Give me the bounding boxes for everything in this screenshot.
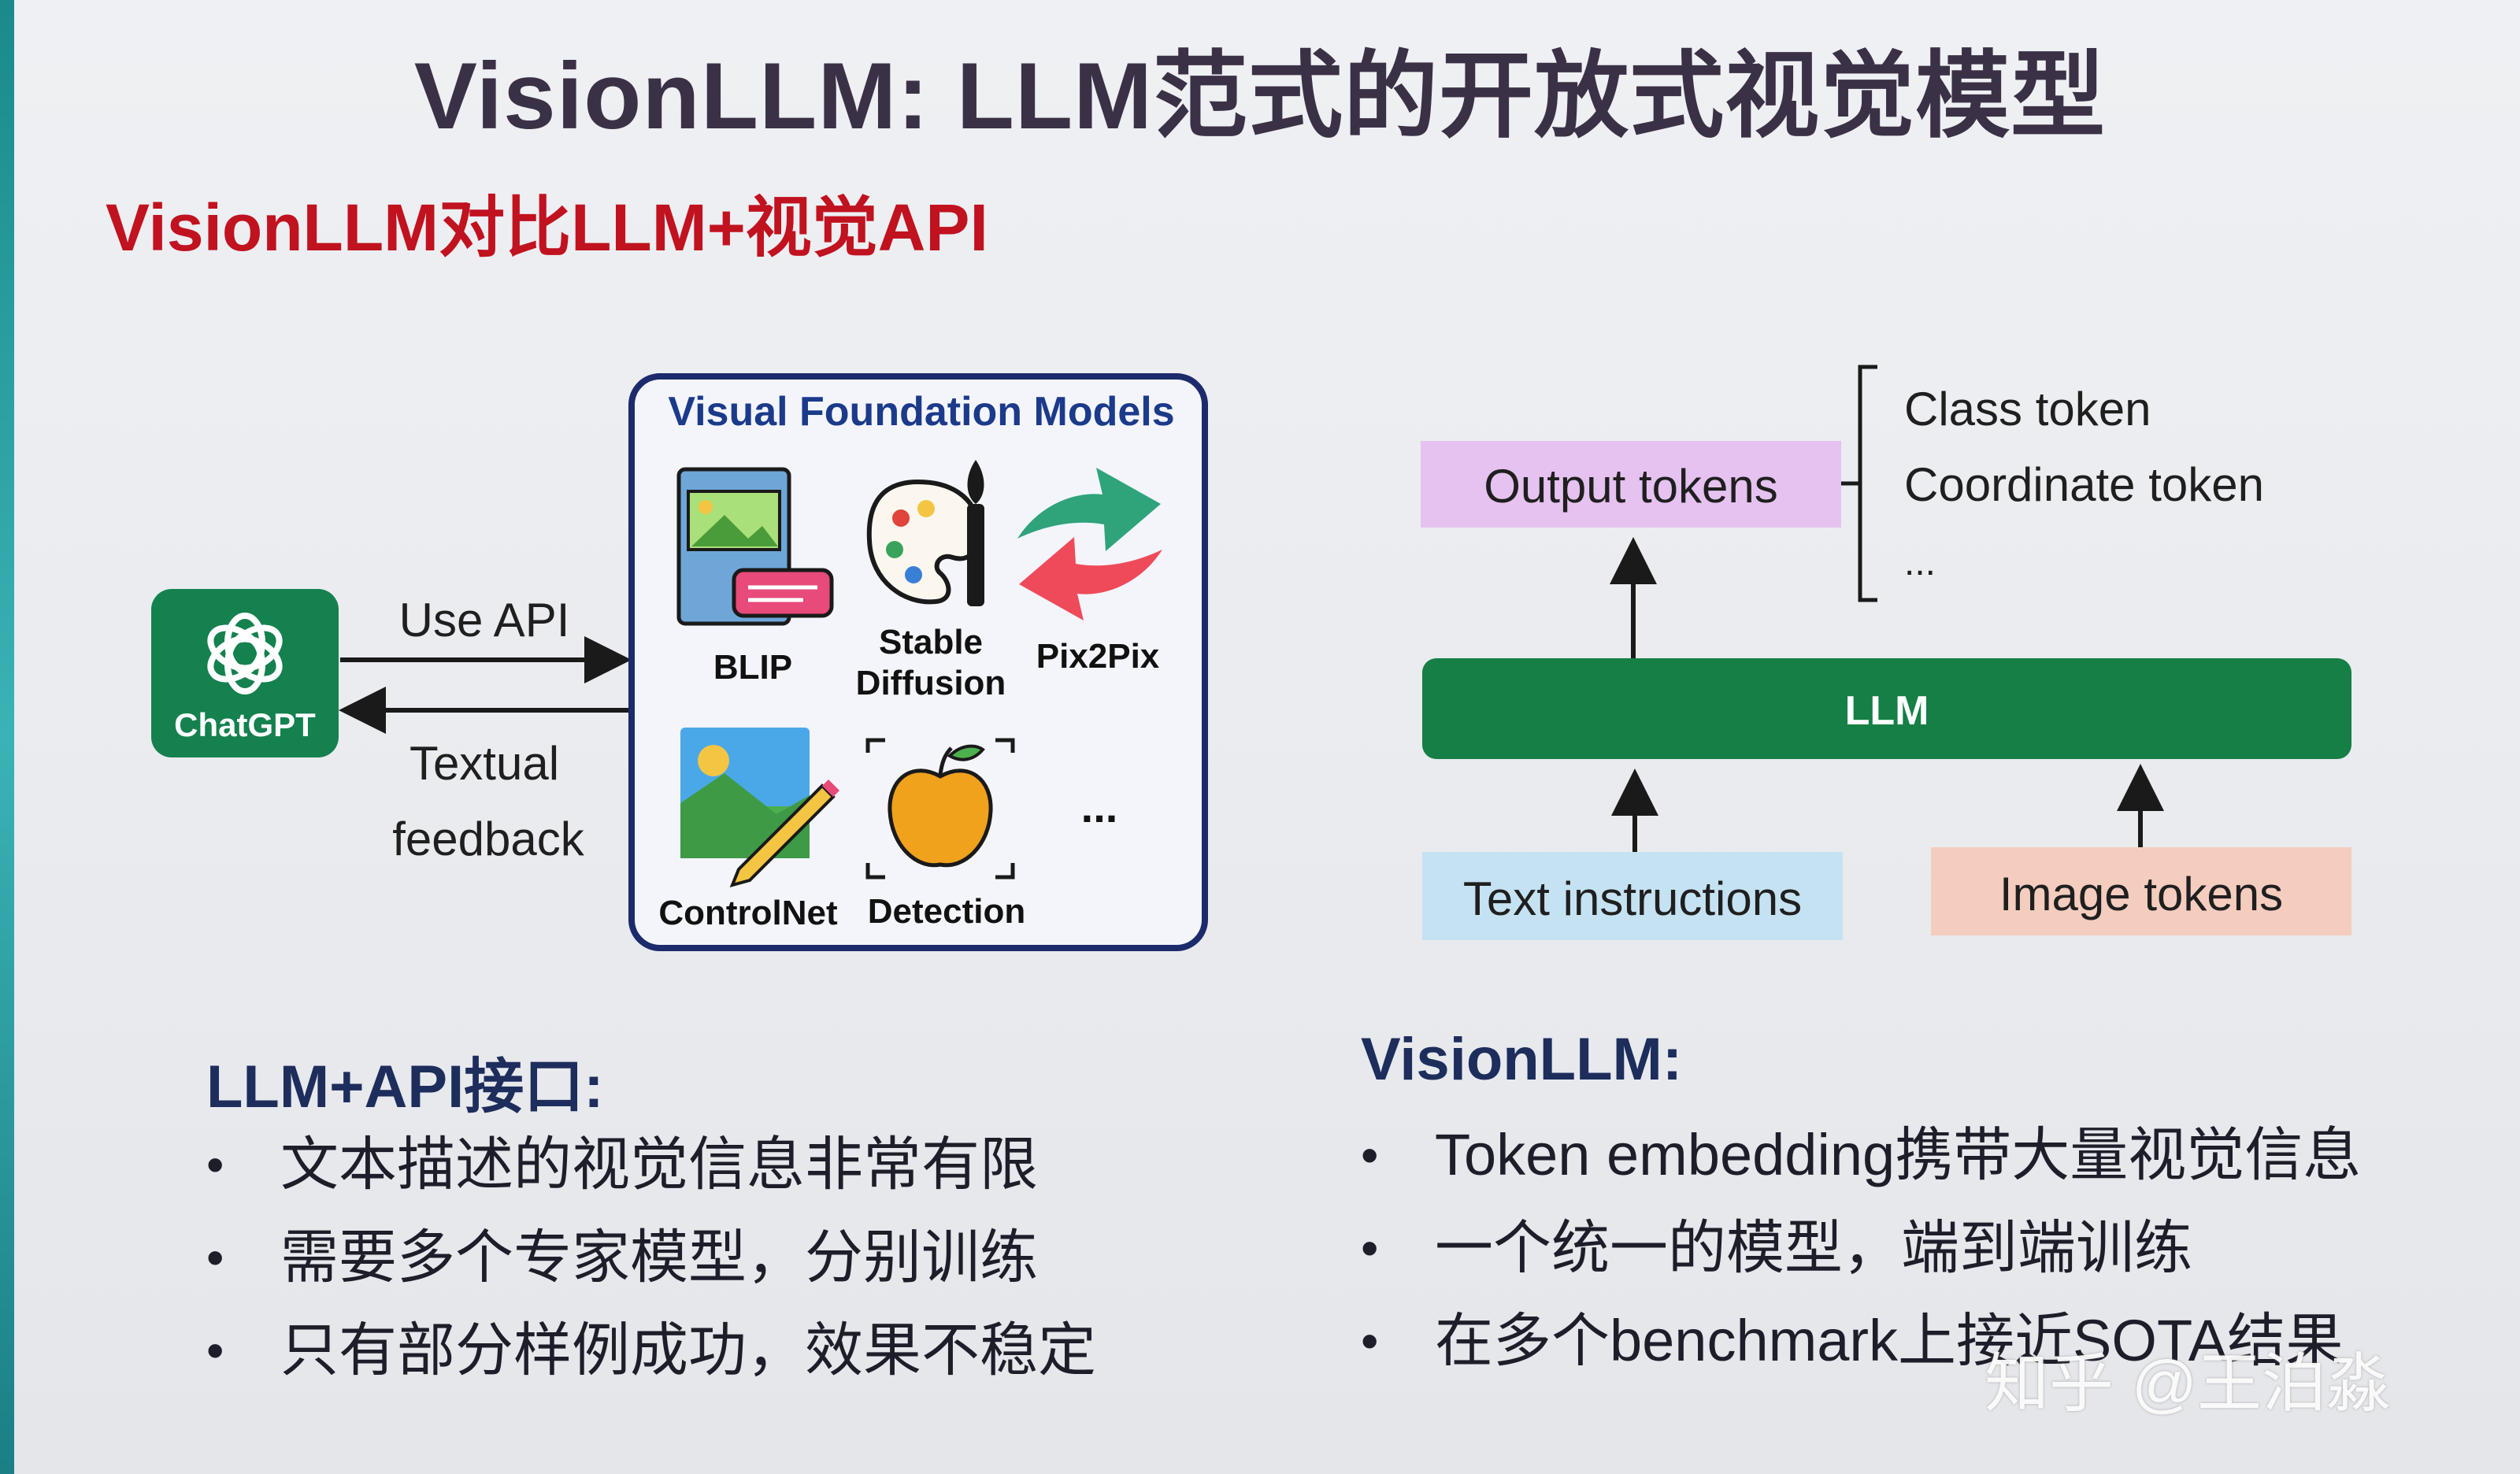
bracket-item-more: ... [1904,542,1936,583]
page-title: VisionLLM: LLM范式的开放式视觉模型 [413,43,2107,149]
feedback-label-line2: feedback [392,813,585,865]
model-label-stable: Stable [879,623,983,661]
output-tokens-box: Output tokens [1421,441,1841,528]
vfm-title: Visual Foundation Models [668,389,1174,435]
chatgpt-label: ChatGPT [174,706,316,743]
list-item: 一个统一的模型，端到端训练 [1361,1202,2361,1294]
image-tokens-label: Image tokens [1999,868,2283,920]
text-instructions-label: Text instructions [1463,872,1802,925]
watermark: 知乎 @王泊淼 [1984,1348,2392,1420]
llm-api-points: 文本描述的视觉信息非常有限 需要多个专家模型，分别训练 只有部分样例成功，效果不… [206,1118,1096,1397]
model-label-controlnet: ControlNet [658,894,838,932]
list-item: 在多个benchmark上接近SOTA结果 [1361,1294,2361,1387]
bracket-item-coordinate: Coordinate token [1904,458,2264,511]
text-instructions-box: Text instructions [1422,852,1843,940]
section-heading: VisionLLM对比LLM+视觉API [106,191,988,265]
blip-icon [676,467,834,626]
list-item: 文本描述的视觉信息非常有限 [206,1118,1096,1211]
model-label-blip: BLIP [713,648,792,687]
feedback-label-line1: Textual [410,737,559,790]
model-label-diffusion: Diffusion [856,664,1006,702]
swap-arrows-icon [1017,468,1162,620]
chatgpt-box: ChatGPT [151,589,339,757]
visionllm-heading: VisionLLM: [1361,1026,1683,1093]
visionllm-points: Token embedding携带大量视觉信息 一个统一的模型，端到端训练 在多… [1361,1109,2361,1387]
list-item: Token embedding携带大量视觉信息 [1361,1109,2361,1202]
list-item: 只有部分样例成功，效果不稳定 [206,1304,1096,1397]
token-bracket [1858,365,1877,602]
controlnet-icon [680,728,839,887]
bracket-item-class: Class token [1904,383,2151,435]
palette-icon [866,460,984,606]
llm-api-heading: LLM+API接口: [206,1054,604,1120]
detection-icon [865,738,1015,880]
llm-label: LLM [1845,688,1929,734]
use-api-label: Use API [399,594,570,646]
left-accent-stripe [0,0,14,1474]
model-label-detection: Detection [868,892,1025,931]
model-label-more: ... [1081,782,1118,831]
output-tokens-label: Output tokens [1484,460,1778,513]
llm-block: LLM [1422,658,2351,759]
openai-icon [207,613,283,694]
image-tokens-box: Image tokens [1931,847,2351,935]
model-label-pix2pix: Pix2Pix [1036,637,1160,676]
list-item: 需要多个专家模型，分别训练 [206,1211,1096,1304]
